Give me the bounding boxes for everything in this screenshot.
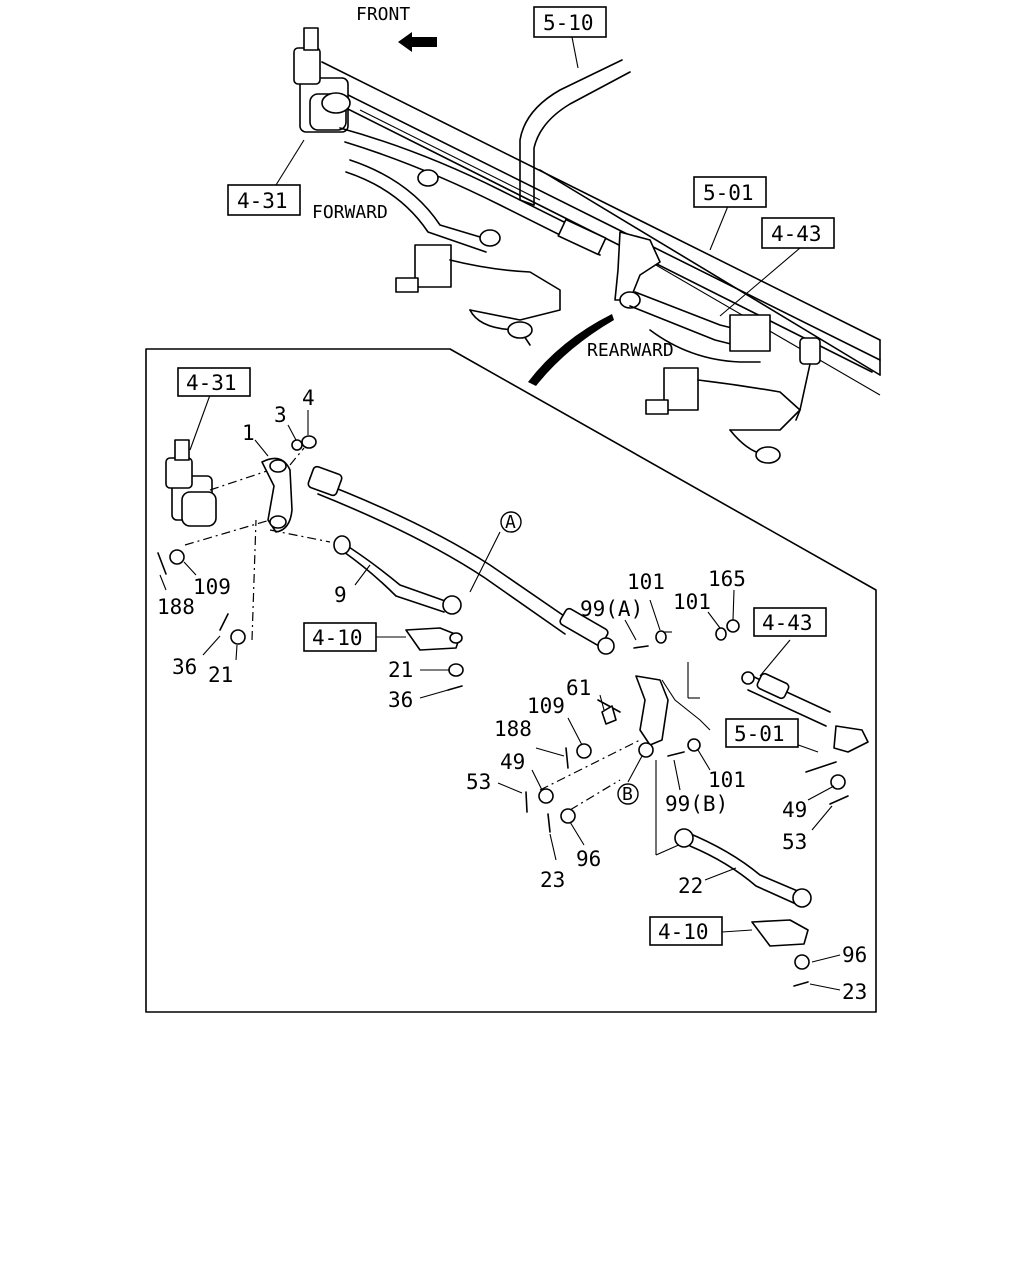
ref-4-10-a[interactable]: 4-10 [303, 622, 377, 652]
svg-text:A: A [505, 512, 516, 533]
svg-text:4-43: 4-43 [771, 222, 822, 246]
part-23-b: 23 [842, 980, 867, 1004]
ref-4-43-top[interactable]: 4-43 [761, 217, 835, 249]
part-99b: 99(B) [665, 792, 728, 816]
part-96: 96 [576, 847, 601, 871]
part-9: 9 [334, 583, 347, 607]
callout-b: B [617, 783, 639, 805]
part-4: 4 [302, 386, 315, 410]
ref-5-01-top[interactable]: 5-01 [693, 176, 767, 208]
detail-panel [145, 348, 877, 1013]
part-96-b: 96 [842, 943, 867, 967]
overview-illustration: FRONT [275, 4, 881, 464]
part-61: 61 [566, 676, 591, 700]
svg-text:4-10: 4-10 [658, 920, 709, 944]
part-109-b: 109 [527, 694, 565, 718]
ref-5-01-detail[interactable]: 5-01 [725, 718, 799, 748]
part-23: 23 [540, 868, 565, 892]
part-109: 109 [193, 575, 231, 599]
ref-4-31-detail[interactable]: 4-31 [177, 367, 251, 397]
part-36: 36 [172, 655, 197, 679]
forward-rearward-arrow-icon [528, 314, 614, 386]
part-188: 188 [157, 595, 195, 619]
ref-4-31-top[interactable]: 4-31 [227, 184, 301, 216]
part-99a: 99(A) [580, 597, 643, 621]
svg-text:5-10: 5-10 [543, 11, 594, 35]
part-101-c: 101 [708, 768, 746, 792]
part-53-b: 53 [782, 830, 807, 854]
svg-text:4-31: 4-31 [237, 189, 288, 213]
ref-5-10[interactable]: 5-10 [533, 6, 607, 38]
part-21-b: 21 [388, 658, 413, 682]
front-label: FRONT [356, 4, 410, 25]
ref-4-43-detail[interactable]: 4-43 [753, 607, 827, 637]
svg-text:4-10: 4-10 [312, 626, 363, 650]
part-101-b: 101 [673, 590, 711, 614]
part-165: 165 [708, 567, 746, 591]
front-arrow-icon [398, 32, 437, 52]
svg-text:5-01: 5-01 [703, 181, 754, 205]
part-22: 22 [678, 874, 703, 898]
part-21: 21 [208, 663, 233, 687]
svg-text:4-31: 4-31 [186, 371, 237, 395]
part-188-b: 188 [494, 717, 532, 741]
svg-text:4-43: 4-43 [762, 611, 813, 635]
part-53: 53 [466, 770, 491, 794]
svg-text:B: B [622, 784, 633, 805]
part-labels: 1 3 4 109 188 9 36 21 21 36 99(A) 101 10… [157, 386, 867, 1004]
part-3: 3 [274, 403, 287, 427]
callout-a: A [500, 511, 522, 533]
part-49: 49 [500, 750, 525, 774]
svg-text:5-01: 5-01 [734, 722, 785, 746]
forward-label: FORWARD [312, 202, 388, 223]
part-36-b: 36 [388, 688, 413, 712]
ref-4-10-b[interactable]: 4-10 [649, 916, 723, 946]
part-49-b: 49 [782, 798, 807, 822]
part-1: 1 [242, 421, 255, 445]
part-101-a: 101 [627, 570, 665, 594]
rearward-label: REARWARD [587, 340, 674, 361]
